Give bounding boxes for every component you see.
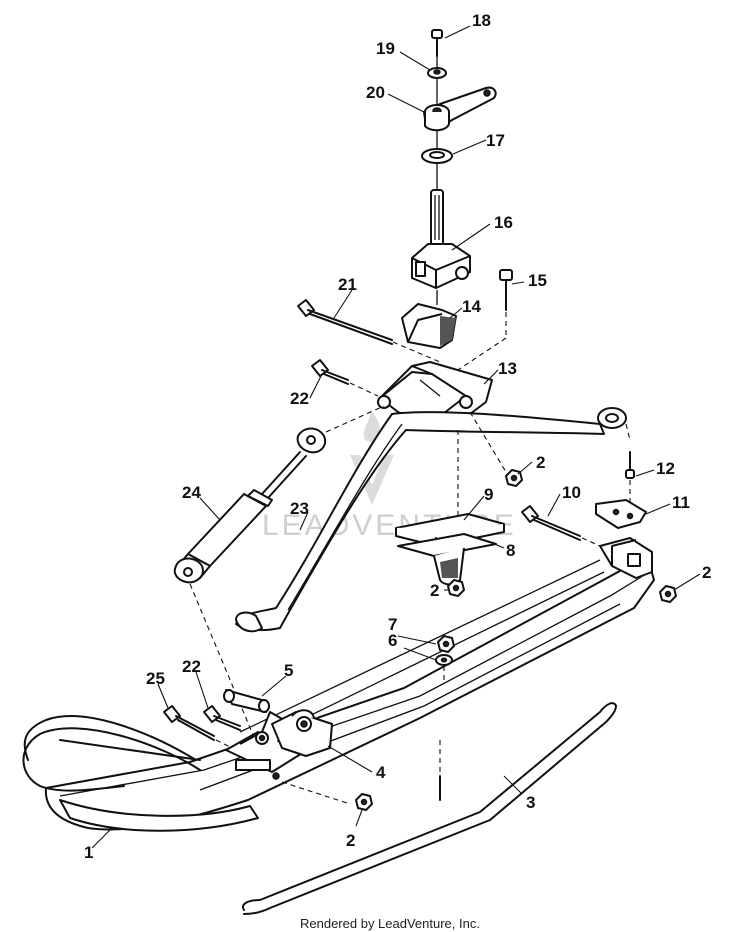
callout-12: 12 — [656, 459, 675, 478]
callout-4: 4 — [376, 763, 386, 782]
shock-lower-axis — [189, 583, 257, 743]
callout-2-right: 2 — [702, 563, 711, 582]
callout-21: 21 — [338, 275, 357, 294]
part-7-nut — [437, 635, 455, 653]
part-6-washer — [435, 654, 453, 666]
part-8-pad — [397, 533, 497, 586]
bolt-13-axis — [469, 411, 507, 473]
callout-5: 5 — [284, 661, 293, 680]
bolt-25-axis — [215, 739, 233, 749]
callout-labels: 18 19 20 17 16 21 15 14 13 22 2 12 11 10… — [84, 11, 711, 862]
callout-25: 25 — [146, 669, 165, 688]
part-15-bolt — [499, 269, 513, 311]
part-2-nut-middle — [447, 579, 465, 597]
callout-10: 10 — [562, 483, 581, 502]
part-25-bolt — [163, 705, 215, 741]
bolt-15-axis-b — [457, 337, 507, 371]
part-19-washer — [427, 67, 447, 79]
shock-upper-axis — [325, 405, 385, 433]
part-22-bolt-lower — [203, 705, 241, 731]
part-1-ski — [22, 537, 655, 832]
part-18-bolt — [431, 29, 443, 57]
callout-22-upper: 22 — [290, 389, 309, 408]
callout-2-lower: 2 — [346, 831, 355, 850]
callout-23: 23 — [290, 499, 309, 518]
part-5-spacer — [223, 689, 270, 713]
callout-1: 1 — [84, 843, 93, 862]
part-3-wear-rod — [242, 702, 617, 915]
bolt-10-axis — [581, 537, 601, 547]
part-12-pin — [625, 451, 635, 479]
callout-2-middle: 2 — [430, 581, 439, 600]
callout-18: 18 — [472, 11, 491, 30]
part-24-shock-absorber — [173, 427, 326, 584]
part-2-nut-right — [659, 585, 677, 603]
spring-pin-axis — [625, 423, 631, 441]
footer-credit: Rendered by LeadVenture, Inc. — [300, 916, 480, 931]
part-23-leaf-spring — [235, 407, 627, 633]
callout-15: 15 — [528, 271, 547, 290]
bolt-22-axis — [349, 382, 379, 397]
part-22-bolt-upper — [311, 359, 349, 385]
callout-20: 20 — [366, 83, 385, 102]
callout-7: 7 — [388, 615, 397, 634]
part-16-spindle — [411, 189, 471, 289]
callout-24: 24 — [182, 483, 201, 502]
part-10-bolt — [521, 505, 581, 541]
leader-lines — [91, 25, 701, 849]
callout-17: 17 — [486, 131, 505, 150]
callout-6: 6 — [388, 631, 397, 650]
part-2-nut-lower — [355, 793, 373, 811]
callout-2-upper: 2 — [536, 453, 545, 472]
callout-22-lower: 22 — [182, 657, 201, 676]
callout-9: 9 — [484, 485, 493, 504]
callout-16: 16 — [494, 213, 513, 232]
part-14-rubber-block — [401, 303, 457, 349]
callout-8: 8 — [506, 541, 515, 560]
part-11-plate — [595, 499, 647, 529]
part-4-saddle-bracket — [225, 709, 333, 780]
callout-14: 14 — [462, 297, 481, 316]
callout-13: 13 — [498, 359, 517, 378]
nut-lower-axis — [281, 781, 351, 805]
part-21-long-bolt — [297, 299, 393, 345]
part-17-bushing — [421, 148, 453, 164]
callout-3: 3 — [526, 793, 535, 812]
callout-11: 11 — [672, 493, 690, 512]
part-20-steering-arm — [423, 86, 497, 132]
callout-19: 19 — [376, 39, 395, 58]
